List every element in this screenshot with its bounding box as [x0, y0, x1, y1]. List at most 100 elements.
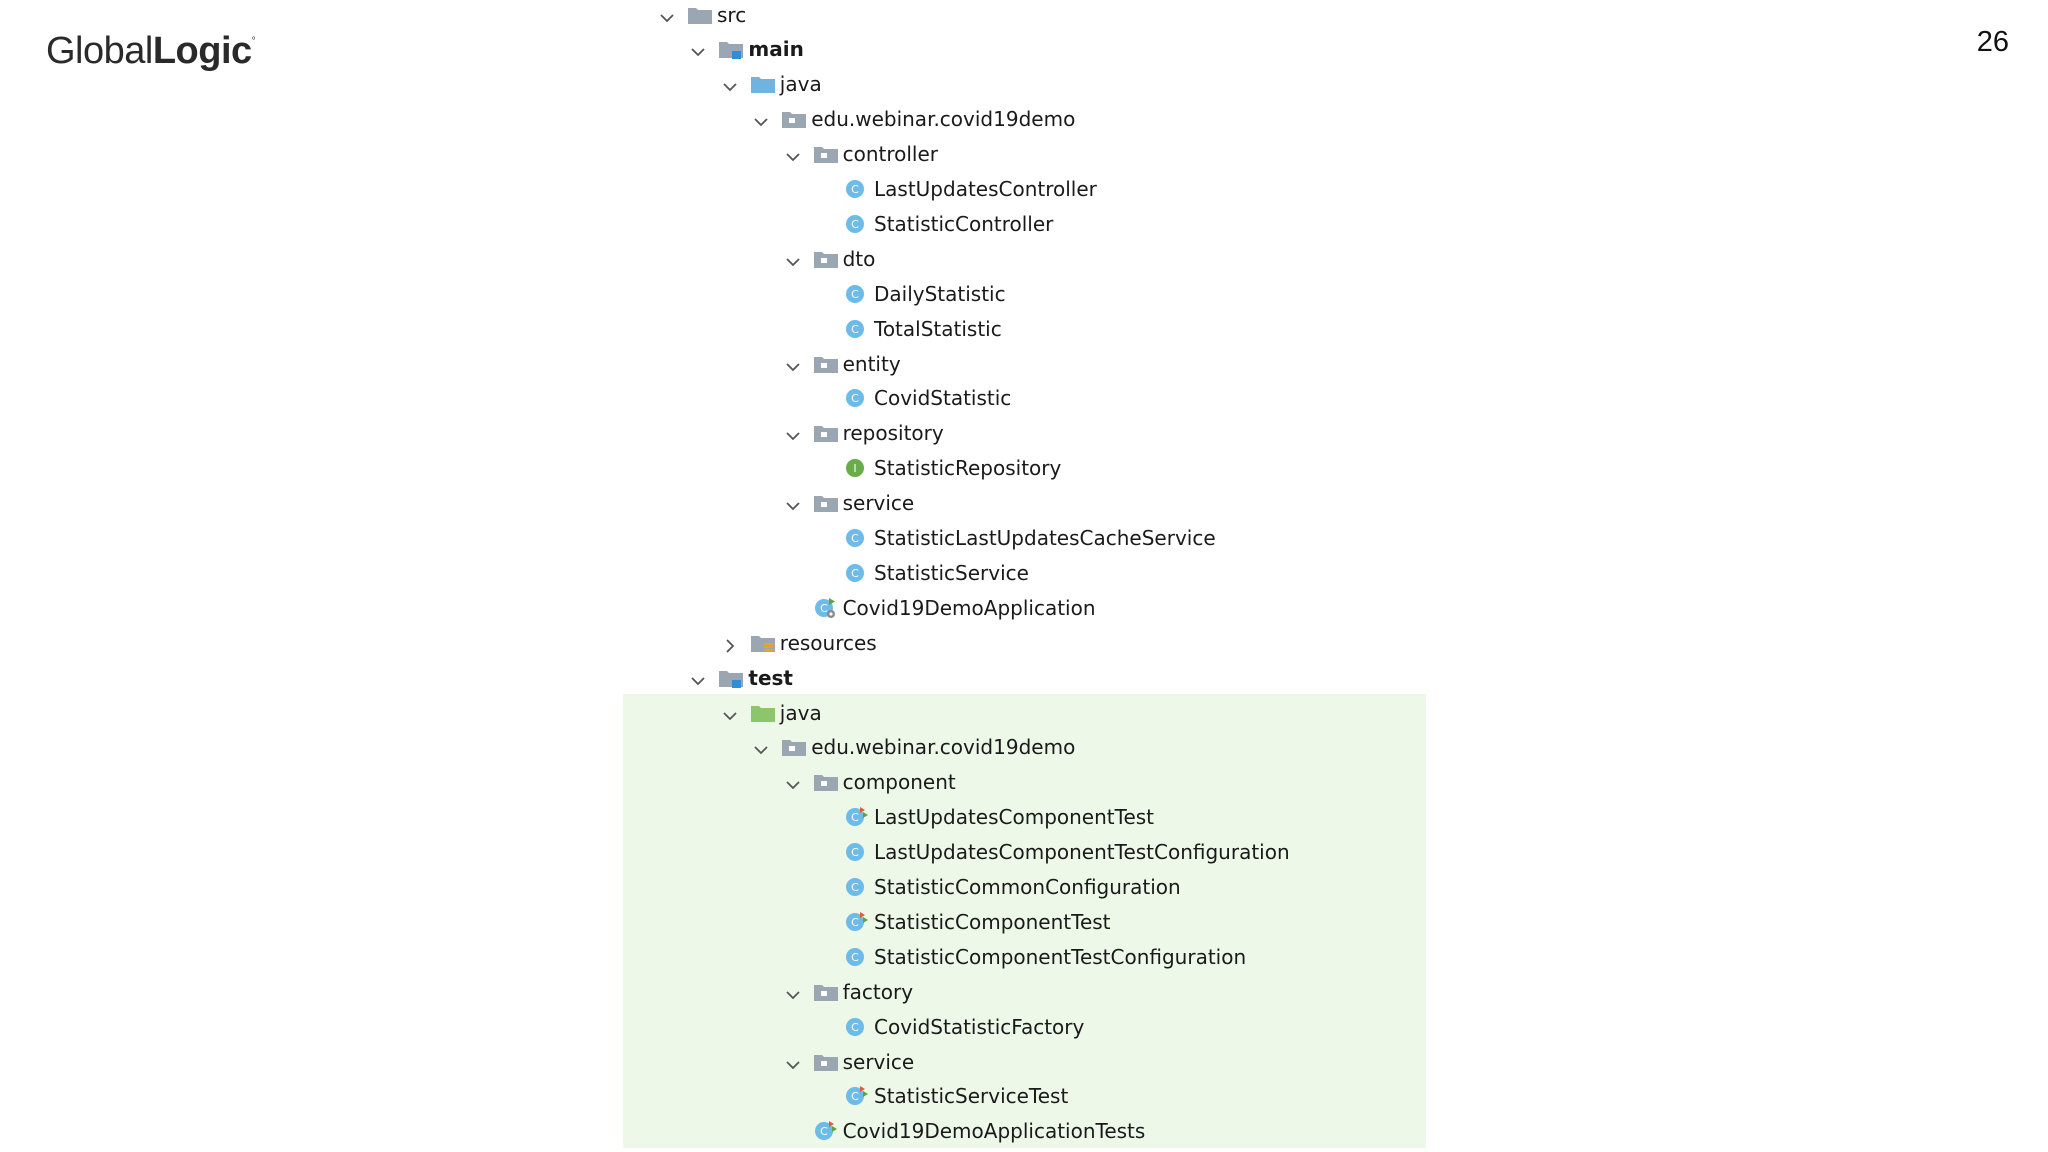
source-folder-icon: [718, 38, 744, 60]
chevron-down-icon[interactable]: [785, 774, 801, 790]
tree-item-label: Covid19DemoApplicationTests: [842, 1119, 1146, 1144]
chevron-down-icon[interactable]: [690, 670, 706, 686]
package-icon: [781, 108, 807, 130]
class-icon: C: [844, 318, 870, 340]
svg-text:C: C: [851, 951, 859, 964]
tree-item-label: dto: [842, 246, 876, 271]
globallogic-logo: GlobalLogic°: [46, 30, 256, 73]
svg-text:C: C: [851, 532, 859, 545]
tree-item[interactable]: service: [785, 1044, 914, 1079]
svg-text:C: C: [851, 288, 859, 301]
test-sources-highlight: [623, 694, 1426, 1148]
tree-item[interactable]: entity: [785, 346, 901, 381]
svg-text:C: C: [851, 183, 859, 196]
test-class-icon: C: [844, 911, 870, 933]
tree-item-label: service: [842, 491, 915, 516]
chevron-down-icon[interactable]: [690, 41, 706, 57]
chevron-right-icon[interactable]: [722, 635, 738, 653]
tree-item[interactable]: C StatisticLastUpdatesCacheService: [816, 521, 1216, 556]
page-number: 26: [1976, 26, 2009, 58]
tree-item-label: factory: [842, 979, 914, 1004]
test-java-folder-icon: [750, 702, 776, 724]
chevron-down-icon[interactable]: [785, 495, 801, 511]
class-icon: C: [844, 387, 870, 409]
chevron-down-icon[interactable]: [785, 425, 801, 441]
chevron-down-icon[interactable]: [722, 76, 738, 92]
svg-text:C: C: [820, 1125, 828, 1138]
logo-text-logic: Logic: [152, 30, 252, 72]
chevron-down-icon[interactable]: [785, 356, 801, 372]
tree-item-label: StatisticLastUpdatesCacheService: [874, 526, 1216, 550]
svg-text:C: C: [851, 1021, 859, 1034]
package-icon: [781, 736, 807, 758]
class-icon: C: [844, 1016, 870, 1038]
tree-item-label: StatisticCommonConfiguration: [874, 875, 1181, 899]
tree-item[interactable]: C CovidStatisticFactory: [816, 1009, 1084, 1044]
tree-item-label: edu.webinar.covid19demo: [811, 735, 1076, 760]
tree-item-label: LastUpdatesComponentTest: [874, 805, 1155, 830]
tree-item-label: src: [717, 2, 747, 27]
chevron-down-icon[interactable]: [659, 7, 675, 23]
tree-item-label: resources: [779, 630, 877, 655]
tree-item[interactable]: java: [722, 67, 822, 102]
chevron-down-icon[interactable]: [785, 984, 801, 1000]
test-class-icon: C: [844, 806, 870, 828]
tree-item-label: test: [748, 665, 793, 690]
svg-text:C: C: [851, 218, 859, 231]
class-icon: C: [844, 876, 870, 898]
class-icon: C: [844, 178, 870, 200]
tree-item-label: LastUpdatesComponentTestConfiguration: [874, 840, 1290, 865]
tree-item[interactable]: repository: [785, 416, 944, 451]
tree-item[interactable]: C LastUpdatesComponentTest: [816, 800, 1154, 835]
chevron-down-icon[interactable]: [785, 251, 801, 267]
tree-item[interactable]: dto: [785, 241, 876, 276]
tree-item-label: repository: [842, 421, 944, 446]
tree-item-label: CovidStatistic: [874, 386, 1012, 411]
class-icon: C: [844, 213, 870, 235]
tree-item[interactable]: C StatisticController: [816, 206, 1053, 241]
tree-item[interactable]: resources: [722, 625, 877, 660]
svg-text:C: C: [851, 811, 859, 824]
package-icon: [813, 981, 839, 1003]
tree-item-label: CovidStatisticFactory: [874, 1014, 1085, 1039]
chevron-down-icon[interactable]: [785, 1054, 801, 1070]
tree-item-label: StatisticServiceTest: [874, 1084, 1069, 1109]
tree-item[interactable]: test: [690, 660, 793, 695]
package-icon: [813, 1051, 839, 1073]
tree-item[interactable]: java: [722, 695, 822, 730]
tree-item-label: java: [779, 700, 822, 725]
tree-item[interactable]: service: [785, 486, 915, 521]
tree-item-label: TotalStatistic: [874, 316, 1002, 341]
tree-item[interactable]: component: [785, 765, 956, 800]
tree-item-label: StatisticController: [874, 211, 1054, 236]
tree-item[interactable]: edu.webinar.covid19demo: [753, 102, 1075, 137]
chevron-down-icon[interactable]: [753, 739, 769, 755]
tree-item-label: Covid19DemoApplication: [842, 595, 1096, 620]
tree-item[interactable]: factory: [785, 974, 913, 1009]
class-icon: C: [844, 527, 870, 549]
chevron-down-icon[interactable]: [785, 146, 801, 162]
chevron-down-icon[interactable]: [722, 705, 738, 721]
tree-item-label: java: [779, 72, 822, 97]
chevron-down-icon[interactable]: [753, 111, 769, 127]
tree-item[interactable]: C Covid19DemoApplicationTests: [785, 1114, 1146, 1149]
tree-item[interactable]: edu.webinar.covid19demo: [753, 730, 1075, 765]
tree-item[interactable]: controller: [785, 137, 938, 172]
tree-item-label: main: [748, 37, 804, 62]
tree-item[interactable]: main: [690, 32, 804, 67]
tree-item[interactable]: src: [659, 0, 746, 32]
tree-item-label: entity: [842, 351, 901, 376]
